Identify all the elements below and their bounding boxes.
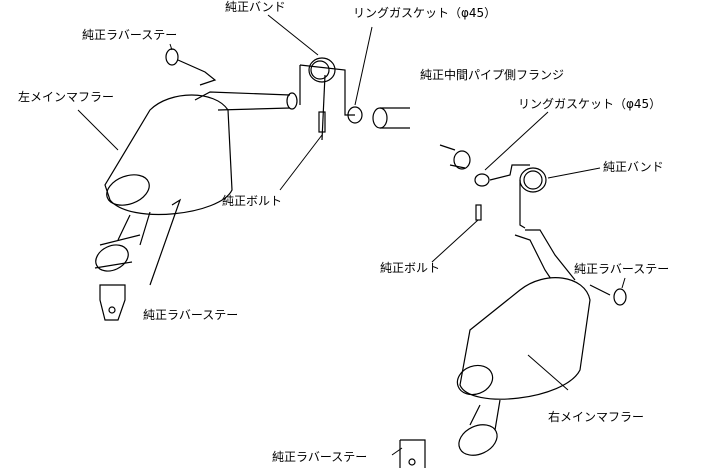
label-rubber-stay-right: 純正ラバーステー <box>574 262 670 276</box>
label-bolt-left: 純正ボルト <box>222 194 283 208</box>
label-bolt-right: 純正ボルト <box>380 261 441 275</box>
label-right-main-muffler: 右メインマフラー <box>548 410 645 424</box>
leader-lines <box>77 14 626 456</box>
bottom-rubber-stay <box>399 439 426 468</box>
label-gasket-top: リングガスケット（φ45） <box>353 6 497 20</box>
left-rubber-stay-top <box>165 48 217 86</box>
label-rubber-stay-left-bottom: 純正ラバーステー <box>143 308 239 322</box>
label-rubber-stay-left-top: 純正ラバーステー <box>82 28 178 42</box>
left-main-muffler <box>94 91 298 286</box>
left-rubber-stay-bottom <box>99 284 126 321</box>
label-rubber-stay-bottom: 純正ラバーステー <box>272 450 368 464</box>
label-band-top: 純正バンド <box>225 0 286 14</box>
right-main-muffler <box>456 229 627 456</box>
right-band-assembly <box>439 144 547 229</box>
label-left-main-muffler: 左メインマフラー <box>18 90 115 104</box>
top-band-assembly <box>299 57 410 141</box>
label-band-right: 純正バンド <box>603 160 664 174</box>
label-gasket-right: リングガスケット（φ45） <box>518 97 662 111</box>
label-mid-pipe-flange: 純正中間パイプ側フランジ <box>420 68 565 82</box>
